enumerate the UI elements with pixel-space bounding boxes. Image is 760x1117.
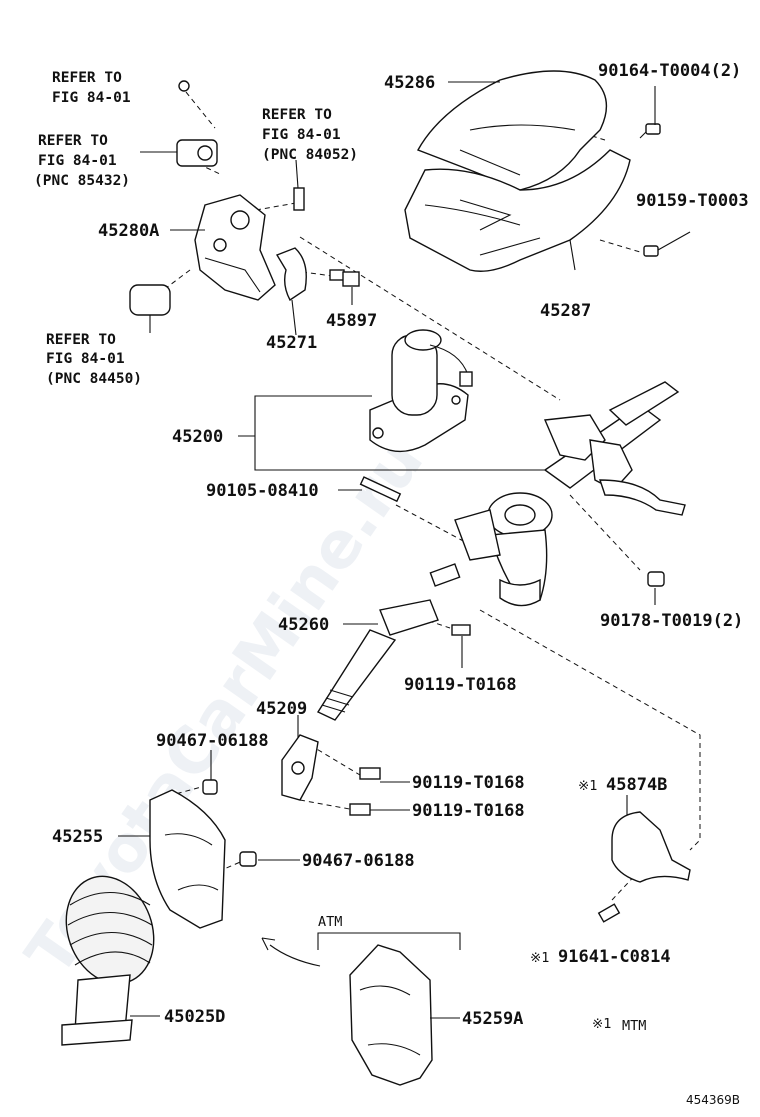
label-45259A[interactable]: 45259A — [462, 1009, 523, 1029]
ref-2-line1: REFER TO — [38, 133, 108, 149]
label-90119-b[interactable]: 90119-T0168 — [412, 773, 525, 793]
sensor-84450-icon — [129, 284, 171, 316]
legend-note-text: MTM — [622, 1018, 646, 1034]
ref-1-line1: REFER TO — [52, 70, 122, 86]
label-90159[interactable]: 90159-T0003 — [636, 191, 749, 211]
label-91641-group: ※1 91641-C0814 — [530, 947, 671, 967]
screw-90164-icon — [639, 123, 661, 139]
screw-90159-icon — [643, 245, 659, 257]
label-90119-a[interactable]: 90119-T0168 — [404, 675, 517, 695]
bolt-90119-b-icon — [359, 767, 381, 780]
clip-90467-a-icon — [202, 779, 218, 795]
legend-note: ※1 MTM — [592, 1016, 646, 1034]
ref-4-line3: (PNC 84450) — [46, 371, 142, 387]
bolt-91641-icon — [597, 903, 621, 923]
label-45874B[interactable]: 45874B — [606, 775, 667, 795]
boot-cover-45255[interactable] — [149, 789, 226, 929]
ref-block-3: REFER TO FIG 84-01 (PNC 84052) — [262, 107, 358, 163]
bracket-45271[interactable] — [275, 247, 307, 302]
atm-arrow-icon — [261, 937, 321, 967]
ref-2-line2: FIG 84-01 — [38, 153, 117, 169]
connector-84052-icon — [293, 187, 305, 211]
ref-3-line2: FIG 84-01 — [262, 127, 341, 143]
label-45260[interactable]: 45260 — [278, 615, 329, 635]
clip-90467-b-icon — [239, 851, 257, 867]
steering-boot-45025D[interactable] — [52, 864, 169, 1046]
boot-cover-45259A[interactable] — [349, 944, 433, 1086]
legend-note-mark: ※1 — [592, 1016, 611, 1032]
bolt-90119-c-icon — [349, 803, 371, 816]
label-90178[interactable]: 90178-T0019(2) — [600, 611, 743, 631]
label-45200[interactable]: 45200 — [172, 427, 223, 447]
atm-label: ATM — [318, 914, 342, 930]
note-mark-45874B: ※1 — [578, 778, 597, 794]
label-45280A[interactable]: 45280A — [98, 221, 159, 241]
ref-1-line2: FIG 84-01 — [52, 90, 131, 106]
label-45286[interactable]: 45286 — [384, 73, 435, 93]
label-90467-b[interactable]: 90467-06188 — [302, 851, 415, 871]
label-45271[interactable]: 45271 — [266, 333, 317, 353]
steering-column[interactable] — [429, 381, 686, 607]
ref-block-4: REFER TO FIG 84-01 (PNC 84450) — [46, 332, 142, 387]
ignition-switch-icon — [176, 139, 218, 167]
label-leaders — [118, 81, 691, 1019]
ref-block-1: REFER TO FIG 84-01 — [52, 70, 131, 106]
atm-bracket — [317, 932, 461, 950]
dashed-guides — [149, 91, 701, 901]
ref-2-line3: (PNC 85432) — [34, 173, 130, 189]
upper-column-cover[interactable] — [416, 70, 608, 191]
note-mark-91641: ※1 — [530, 950, 549, 966]
label-45255[interactable]: 45255 — [52, 827, 103, 847]
eps-motor[interactable] — [369, 329, 473, 453]
bolt-45897-icon — [329, 269, 360, 287]
ref-4-line2: FIG 84-01 — [46, 351, 125, 367]
label-45897[interactable]: 45897 — [326, 311, 377, 331]
cover-45874B[interactable] — [611, 811, 691, 883]
label-90467-a[interactable]: 90467-06188 — [156, 731, 269, 751]
bolt-icon — [178, 80, 190, 92]
universal-joint[interactable] — [281, 734, 319, 801]
label-90164[interactable]: 90164-T0004(2) — [598, 61, 741, 81]
bolt-90105-icon — [359, 476, 402, 503]
label-45025D[interactable]: 45025D — [164, 1007, 225, 1027]
ignition-lock-housing[interactable] — [194, 194, 276, 301]
bolt-90119-icon — [451, 624, 471, 636]
ref-4-line1: REFER TO — [46, 332, 116, 348]
figure-id: 454369B — [686, 1093, 740, 1107]
label-90119-c[interactable]: 90119-T0168 — [412, 801, 525, 821]
ref-3-line1: REFER TO — [262, 107, 332, 123]
label-45874B-group: ※1 45874B — [578, 775, 667, 795]
nut-90178-icon — [647, 571, 665, 587]
ref-block-2: REFER TO FIG 84-01 (PNC 85432) — [34, 133, 130, 189]
ref-3-line3: (PNC 84052) — [262, 147, 358, 163]
label-91641[interactable]: 91641-C0814 — [558, 947, 671, 967]
intermediate-shaft[interactable] — [316, 599, 439, 721]
lower-column-cover[interactable] — [404, 149, 631, 272]
label-45287[interactable]: 45287 — [540, 301, 591, 321]
label-45209[interactable]: 45209 — [256, 699, 307, 719]
label-90105[interactable]: 90105-08410 — [206, 481, 319, 501]
